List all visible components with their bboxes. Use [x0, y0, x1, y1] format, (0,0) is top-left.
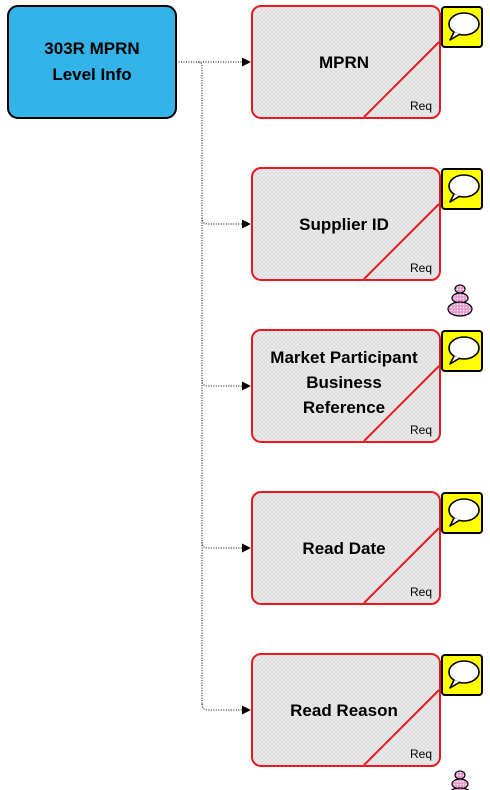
child-node-4-req-badge: Req — [410, 585, 432, 599]
stacked-stones-icon — [447, 284, 473, 317]
child-node-box — [251, 491, 441, 605]
connector-to-child-2 — [201, 217, 251, 229]
speech-bubble-icon[interactable] — [441, 330, 483, 372]
child-node-5-label-line-1: Read Reason — [290, 701, 398, 720]
child-node-2-label-line-1: Supplier ID — [299, 215, 389, 234]
req-corner-divider — [363, 365, 440, 442]
child-node-2-req-badge: Req — [410, 261, 432, 275]
connector-to-child-4 — [201, 541, 251, 553]
child-node-4-label-line-1: Read Date — [302, 539, 385, 558]
stacked-stones-icon — [450, 770, 470, 790]
child-node-5-req-badge: Req — [410, 747, 432, 761]
child-node-box — [251, 653, 441, 767]
root-node-label-line-2: Level Info — [52, 65, 131, 84]
child-node-box — [251, 5, 441, 119]
speech-bubble-icon[interactable] — [441, 168, 483, 210]
req-corner-divider — [363, 41, 440, 118]
child-node-1-req-badge: Req — [410, 99, 432, 113]
req-corner-divider — [363, 527, 440, 604]
child-node-3-req-badge: Req — [410, 423, 432, 437]
root-node-label-line-1: 303R MPRN — [44, 39, 139, 58]
child-node-1-label-line-1: MPRN — [319, 53, 369, 72]
child-node-box — [251, 167, 441, 281]
child-node-box — [251, 329, 441, 443]
root-node[interactable]: 303R MPRN Level Info — [7, 5, 177, 119]
req-corner-divider — [363, 689, 440, 766]
child-node-3-label-line-2: Business — [306, 373, 382, 392]
connector-to-child-3 — [201, 379, 251, 391]
connector-to-child-5 — [201, 703, 251, 715]
child-node-2[interactable]: Supplier ID Req — [251, 167, 483, 317]
speech-bubble-icon[interactable] — [441, 654, 483, 696]
connector-trunk — [176, 61, 203, 704]
child-node-3-label-line-3: Reference — [303, 398, 385, 417]
req-corner-divider — [363, 203, 440, 280]
speech-bubble-icon[interactable] — [441, 6, 483, 48]
child-node-3-label-line-1: Market Participant — [270, 348, 418, 367]
child-node-1[interactable]: MPRN Req — [251, 5, 483, 119]
speech-bubble-icon[interactable] — [441, 492, 483, 534]
root-node-box — [7, 5, 177, 119]
connectors — [176, 57, 251, 715]
